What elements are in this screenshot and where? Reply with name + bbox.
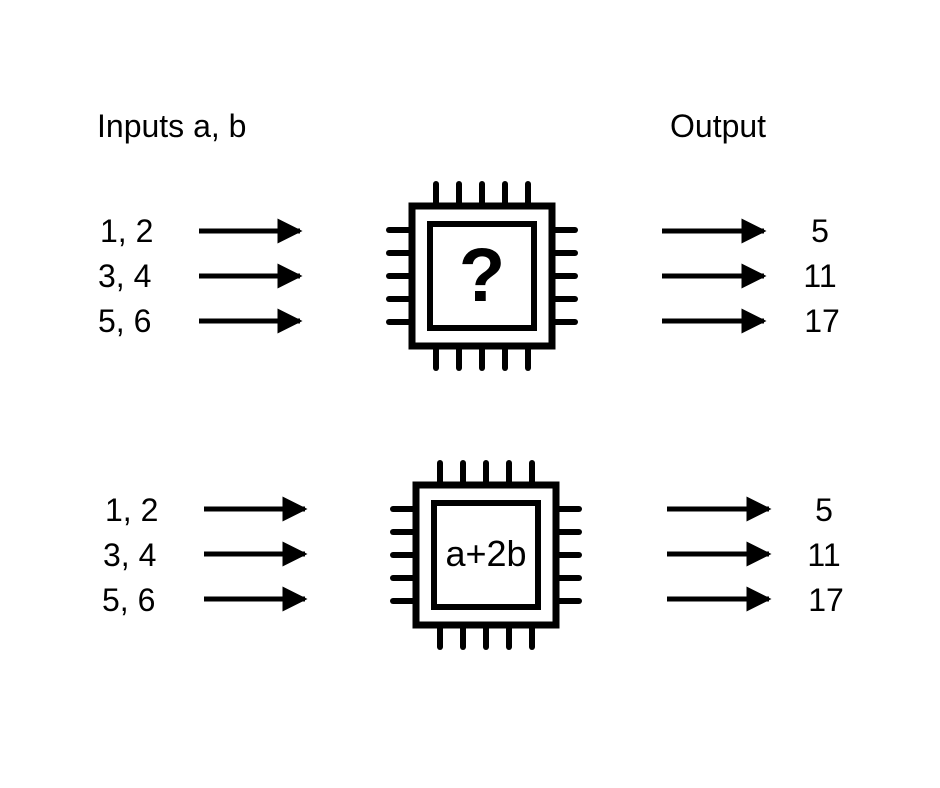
panel-1-output-2: 11 [803,258,837,294]
panel-1-input-arrows [199,218,303,334]
chip-2-label: a+2b [445,533,527,574]
panel-2-output-arrows [667,496,772,612]
panel-2-output-3: 17 [808,582,844,618]
panel-2-output-2: 11 [807,537,841,573]
chip-icon-1 [386,181,578,371]
panel-2-input-arrows [204,496,308,612]
panel-2-input-2: 3, 4 [103,537,157,573]
panel-1-output-arrows [662,218,767,334]
panel-2-output-1: 5 [815,492,833,528]
panel-1-input-2: 3, 4 [98,258,152,294]
panel-2-input-3: 5, 6 [102,582,156,618]
panel-1-output-1: 5 [811,213,829,249]
output-header: Output [670,108,767,144]
panel-2-input-1: 1, 2 [105,492,159,528]
chip-icon-2 [390,460,582,650]
panel-1-input-3: 5, 6 [98,303,152,339]
chip-1-label: ? [458,233,506,318]
panel-1-input-1: 1, 2 [100,213,154,249]
panel-1-output-3: 17 [804,303,840,339]
inputs-header: Inputs a, b [97,108,247,144]
